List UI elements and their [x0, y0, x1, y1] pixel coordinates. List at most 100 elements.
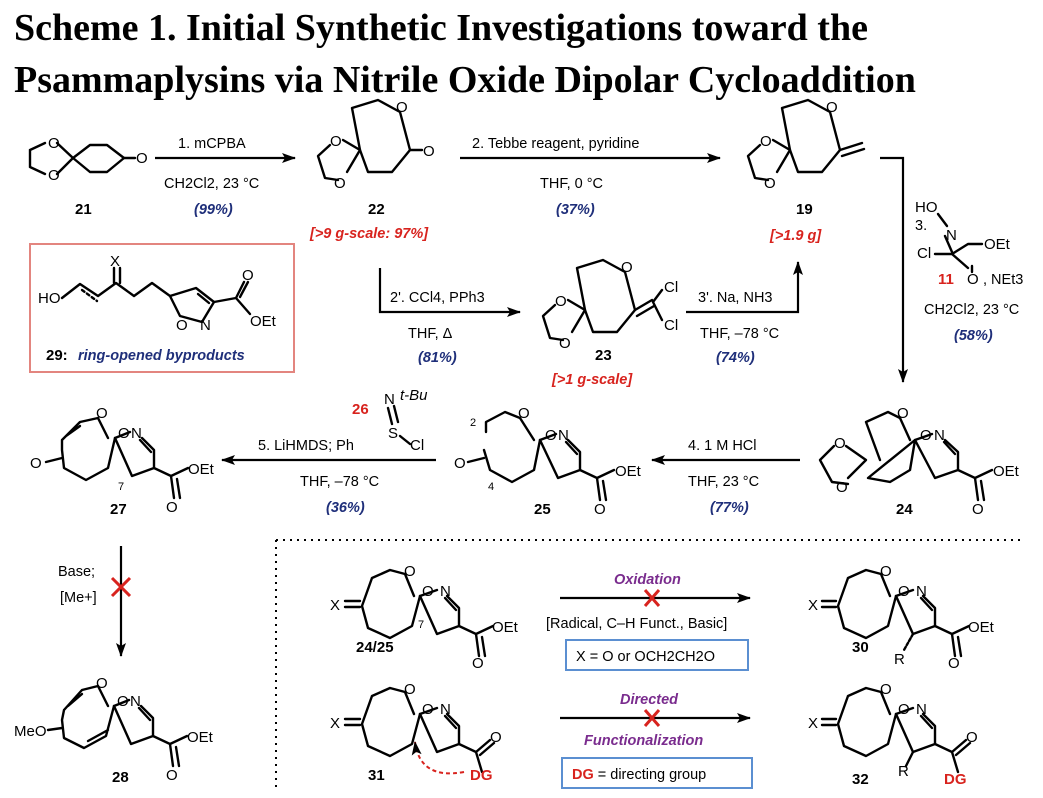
atom-dg: DG	[470, 767, 493, 784]
atom-n: N	[916, 701, 927, 718]
failed-cross-icon	[643, 709, 661, 727]
box29-caption: ring-opened byproducts	[78, 348, 245, 364]
atom-oet: OEt	[250, 313, 277, 330]
atom-o: O	[967, 271, 979, 288]
atom-o: O	[518, 405, 530, 422]
step4-yield: (77%)	[710, 500, 749, 516]
atom-o: O	[972, 501, 984, 518]
atom-o: O	[621, 259, 633, 276]
step1-reagent: 1. mCPBA	[178, 136, 246, 152]
atom-n: N	[558, 427, 569, 444]
atom-o: O	[48, 167, 60, 184]
me-label: [Me+]	[60, 590, 97, 606]
step2p-reagent: 2'. CCl4, PPh3	[390, 290, 485, 306]
step-oxidation-failed: Oxidation [Radical, C–H Funct., Basic] X…	[546, 572, 751, 671]
compound-27: O O O N 7 OEt O 27	[30, 405, 215, 518]
step-2: 2. Tebbe reagent, pyridine THF, 0 °C (37…	[460, 136, 721, 218]
atom-s: S	[388, 425, 398, 442]
atom-o: O	[166, 767, 178, 784]
atom-o: O	[166, 499, 178, 516]
atom-cl: Cl	[664, 279, 678, 296]
step-3: HO N 3. Cl OEt O 11 , NEt3 CH2Cl2, 23 °C…	[880, 156, 1023, 383]
atom-o: O	[242, 267, 254, 284]
step1-solvent: CH2Cl2, 23 °C	[164, 176, 259, 192]
compound-25: O O O N 2 4 OEt O 25	[454, 405, 642, 518]
compound-label-29: 29:	[46, 347, 68, 364]
atom-meo: MeO	[14, 723, 47, 740]
atom-oet: OEt	[993, 463, 1020, 480]
atom-r: R	[898, 763, 909, 780]
atom-x: X	[808, 715, 818, 732]
atom-o: O	[555, 293, 567, 310]
step3p-solvent: THF, –78 °C	[700, 326, 779, 342]
atom-o: O	[490, 729, 502, 746]
atom-o: O	[96, 405, 108, 422]
step2p-yield: (81%)	[418, 350, 457, 366]
atom-n: N	[440, 701, 451, 718]
compound-28: MeO O O N OEt O 28	[14, 675, 214, 786]
box-29: HO X O N O OEt 29: ring-opened byproduct…	[29, 243, 295, 373]
atom-oet: OEt	[615, 463, 642, 480]
compound-label-19: 19	[796, 201, 813, 218]
compound-label-21: 21	[75, 201, 92, 218]
compound-label-26: 26	[352, 401, 369, 418]
step-methylation-failed: Base; [Me+]	[58, 546, 132, 657]
atom-x: X	[808, 597, 818, 614]
compound-label-24: 24	[896, 501, 913, 518]
atom-o: O	[545, 427, 557, 444]
step3-solvent: CH2Cl2, 23 °C	[924, 302, 1019, 318]
atom-x: X	[330, 597, 340, 614]
atom-n: N	[384, 391, 395, 408]
atom-ho: HO	[915, 199, 938, 216]
atom-o: O	[472, 655, 484, 672]
position-7: 7	[418, 619, 424, 631]
step4-reagent: 4. 1 M HCl	[688, 438, 757, 454]
step3-num: 3.	[915, 218, 927, 234]
position-7: 7	[118, 481, 124, 493]
directing-arrow	[411, 741, 465, 775]
atom-o: O	[880, 563, 892, 580]
oxidation-label: Oxidation	[614, 572, 681, 588]
step-directed-failed: Directed Functionalization DG = directin…	[560, 692, 753, 789]
compound-label-22: 22	[368, 201, 385, 218]
functionalization-label: Functionalization	[584, 733, 703, 749]
atom-o: O	[826, 99, 838, 116]
step2p-scale: [>1 g-scale]	[551, 372, 633, 388]
step5-reagent: 5. LiHMDS; Ph	[258, 438, 354, 454]
atom-o: O	[334, 175, 346, 192]
atom-o: O	[48, 135, 60, 152]
compound-label-23: 23	[595, 347, 612, 364]
atom-n: N	[130, 693, 141, 710]
compound-label-25: 25	[534, 501, 551, 518]
atom-o: O	[948, 655, 960, 672]
compound-24-25: X O O N 7 OEt O 24/25	[330, 563, 519, 672]
atom-o: O	[880, 681, 892, 698]
base-label: Base;	[58, 564, 95, 580]
atom-dg: DG	[944, 771, 967, 788]
position-4: 4	[488, 481, 494, 493]
atom-o: O	[396, 99, 408, 116]
step3-yield: (58%)	[954, 328, 993, 344]
atom-o: O	[30, 455, 42, 472]
atom-o: O	[404, 681, 416, 698]
compound-label-31: 31	[368, 767, 385, 784]
step2-solvent: THF, 0 °C	[540, 176, 603, 192]
atom-o: O	[764, 175, 776, 192]
atom-cl: Cl	[410, 437, 424, 454]
step2-yield: (37%)	[556, 202, 595, 218]
atom-r: R	[894, 651, 905, 668]
position-2: 2	[470, 417, 476, 429]
atom-o: O	[423, 143, 435, 160]
dotted-divider	[275, 539, 1020, 790]
step3-base: , NEt3	[983, 272, 1023, 288]
atom-o: O	[836, 479, 848, 496]
atom-o: O	[118, 425, 130, 442]
compound-22: O O O O 22 [>9 g-scale: 97%]	[309, 98, 435, 242]
atom-o: O	[559, 335, 571, 352]
step1-yield: (99%)	[194, 202, 233, 218]
atom-o: O	[454, 455, 466, 472]
step3p-yield: (74%)	[716, 350, 755, 366]
x-definition: X = O or OCH2CH2O	[576, 649, 715, 665]
atom-o: O	[898, 701, 910, 718]
atom-n: N	[440, 583, 451, 600]
